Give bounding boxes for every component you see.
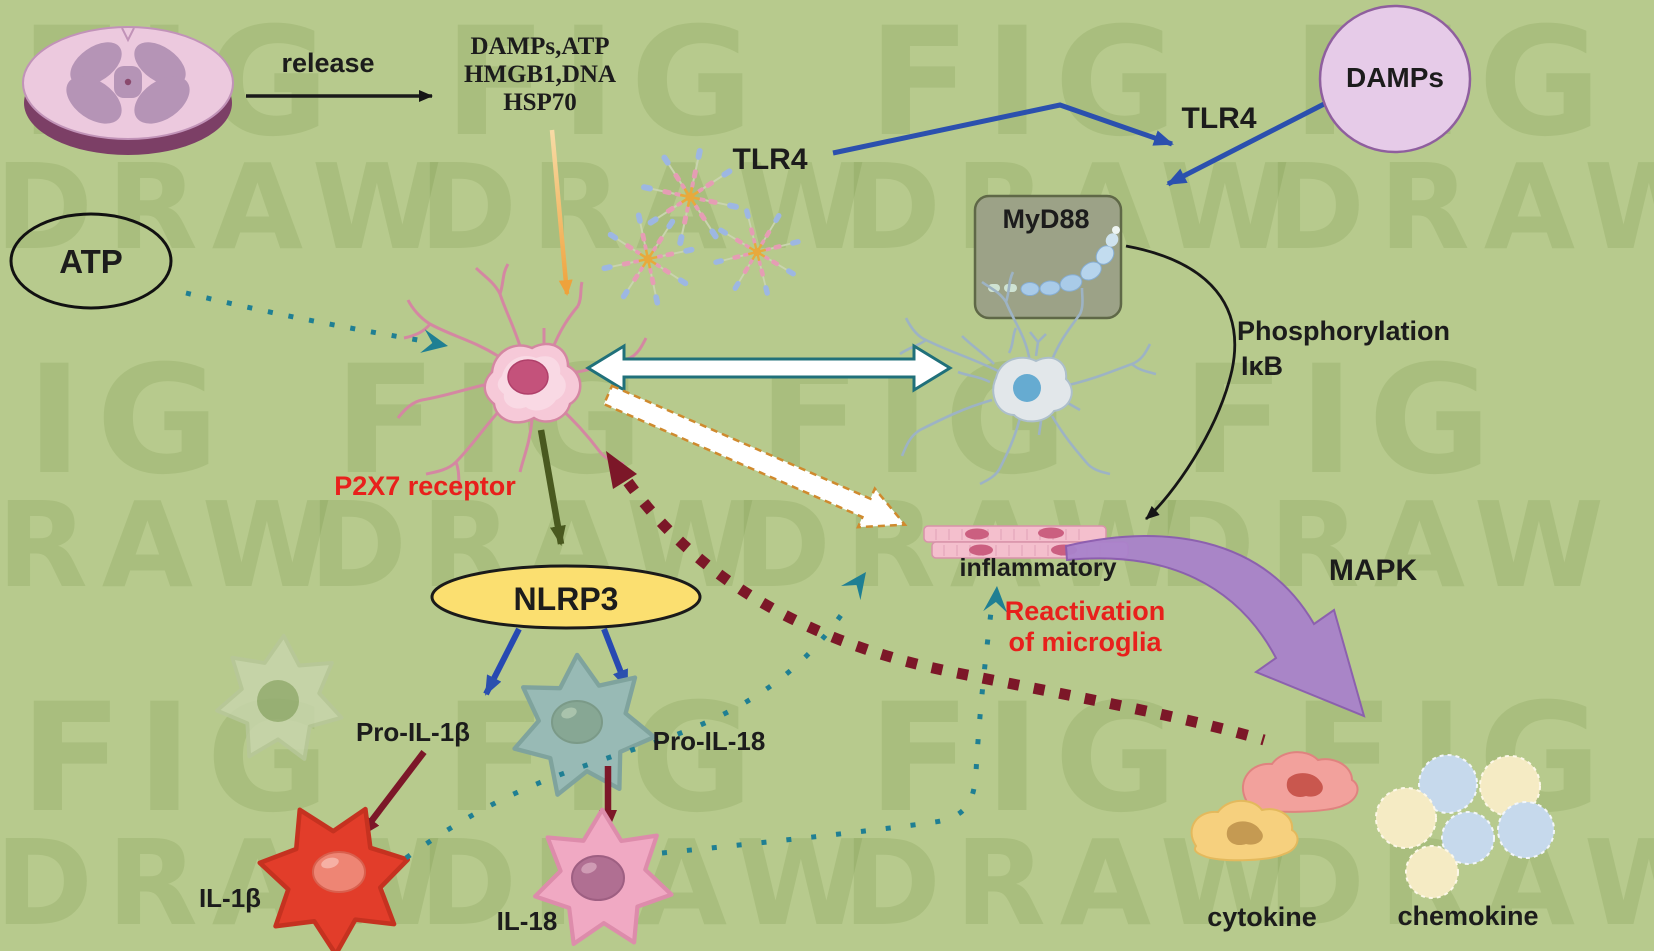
resting-microglia-icon [899,271,1157,486]
watermark-text: DRAW [1267,138,1654,276]
nlrp3-label: NLRP3 [513,581,619,617]
feedback-dotted-arrow [623,478,1266,746]
released-molecules-label: DAMPs,ATP HMGB1,DNA HSP70 [463,33,617,116]
il18-cell-icon [527,800,686,951]
il1b-cell-icon [250,787,426,951]
inactive-cell-icon [207,624,358,778]
p2x7-receptor-label: P2X7 receptor [334,471,516,501]
watermark-text: FIG [1182,334,1506,508]
pro-il1b-label: Pro-IL-1β [355,717,471,747]
mapk-label: MAPK [1328,554,1418,587]
watermark-text: FIG [444,0,768,170]
damps-bubble [1318,4,1472,154]
damps-release-arrow [549,129,573,296]
proil1b-to-il1b-arrow [357,750,427,838]
il18-label: IL-18 [496,906,558,936]
chemokine-label: chemokine [1397,901,1539,931]
atp-label: ATP [59,243,123,280]
reactivation-label: Reactivation of microglia [1004,596,1166,657]
crosstalk-double-arrow [585,343,953,393]
tlr4-signal-arrow [832,102,1174,156]
nlrp3-bubble [430,564,702,630]
myd88-phosphorylation-arrow [1125,244,1237,521]
cytokine-icon [1190,751,1359,862]
phosphorylation-label: Phosphorylation [1237,316,1451,346]
activation-dashed-arrow [602,384,908,529]
tlr4-label-right: TLR4 [1181,102,1257,135]
myd88-protein-icon [988,226,1120,296]
chemokine-icon [1375,754,1555,899]
nlrp3-to-proil1b-arrow [483,627,522,696]
atp-bubble [9,212,173,310]
cytokine-label: cytokine [1207,902,1317,932]
myd88-box [973,194,1123,320]
pro-il18-label: Pro-IL-18 [652,726,766,756]
damps-to-myd88-arrow [1166,99,1330,187]
damps-label: DAMPs [1345,62,1444,93]
watermark-text: FIG [0,334,234,508]
release-label: release [281,48,375,78]
spinal-cord-icon [22,26,234,155]
watermark-text: DRAW [0,138,456,276]
feedback-arrowhead [606,451,637,489]
il18-dotted-path [661,611,994,856]
resting-microglia-nucleus [1013,374,1041,402]
tlr4-label-left: TLR4 [732,143,808,176]
watermark-text: FIG [868,672,1192,846]
p2x7-arrow [537,429,566,546]
pro-il18-cell-icon [509,648,664,807]
inflammatory-label: inflammatory [959,554,1117,582]
ikb-label: IκB [1241,351,1284,381]
atp-dotted-arrow [185,290,425,344]
mapk-arrow [1064,535,1366,718]
watermark-text: DRAW [419,138,880,276]
watermark-text: DRAW [0,476,346,614]
neuron-nucleus [507,359,549,395]
il1b-label: IL-1β [198,883,262,913]
myd88-label: MyD88 [1002,204,1090,234]
